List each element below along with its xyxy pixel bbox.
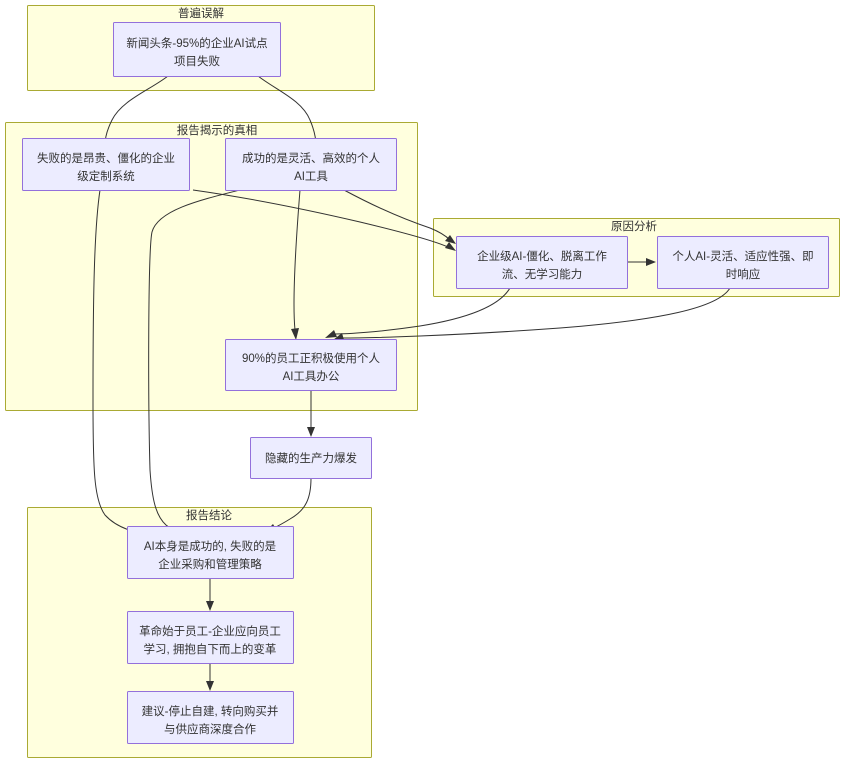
- node-news-headline[interactable]: 新闻头条-95%的企业AI试点 项目失败: [113, 22, 281, 77]
- node-rect-n2[interactable]: [22, 138, 190, 191]
- arrowhead-n8-n9: [206, 601, 214, 611]
- node-label-n8-line1: AI本身是成功的, 失败的是: [144, 539, 277, 553]
- arrowhead-n6-n7: [307, 427, 315, 437]
- node-label-n6-line1: 90%的员工正积极使用个人: [242, 351, 381, 365]
- node-revolution-starts-with-employees[interactable]: 革命始于员工-企业应向员工 学习, 拥抱自下而上的变革: [127, 611, 294, 664]
- edge-n3-n6: [293, 189, 301, 331]
- arrowhead-n2-n4: [445, 242, 456, 251]
- node-90-percent-employees[interactable]: 90%的员工正积极使用个人 AI工具办公: [225, 339, 397, 391]
- cluster-label-bg-c4: [178, 508, 240, 522]
- arrowhead-n4-n5: [646, 258, 656, 266]
- node-label-n5-line1: 个人AI-灵活、适应性强、即: [672, 249, 813, 263]
- node-rect-n3[interactable]: [225, 138, 397, 191]
- edge-n2-n8: [92, 189, 137, 533]
- node-label-n10-line1: 建议-停止自建, 转向购买并: [142, 704, 279, 718]
- node-failure-enterprise-systems[interactable]: 失败的是昂贵、僵化的企业 级定制系统: [22, 138, 190, 191]
- node-recommendation-buy-not-build[interactable]: 建议-停止自建, 转向购买并 与供应商深度合作: [127, 691, 294, 744]
- node-rect-n9[interactable]: [127, 611, 294, 664]
- node-label-n2-line1: 失败的是昂贵、僵化的企业: [37, 151, 175, 165]
- cluster-label-c2: 报告揭示的真相: [177, 123, 258, 137]
- edge-n4-n6: [331, 287, 511, 335]
- node-label-n3-line1: 成功的是灵活、高效的个人: [242, 151, 380, 165]
- cluster-rect-c2: [5, 122, 418, 411]
- node-label-n6-line2: AI工具办公: [283, 369, 340, 383]
- node-label-n1-line2: 项目失败: [174, 54, 220, 68]
- cluster-report-truth: 报告揭示的真相: [5, 122, 418, 411]
- edge-n3-n4: [343, 189, 451, 241]
- node-rect-n4[interactable]: [456, 236, 628, 289]
- cluster-label-c4: 报告结论: [186, 508, 232, 522]
- node-label-n4-line2: 流、无学习能力: [502, 267, 583, 281]
- node-ai-itself-successful[interactable]: AI本身是成功的, 失败的是 企业采购和管理策略: [127, 526, 294, 579]
- node-personal-ai-flexible[interactable]: 个人AI-灵活、适应性强、即 时响应: [657, 236, 829, 289]
- node-label-n1-line1: 新闻头条-95%的企业AI试点: [126, 36, 267, 50]
- node-label-n8-line2: 企业采购和管理策略: [158, 557, 262, 571]
- arrowhead-n4-n6: [325, 330, 337, 338]
- node-rect-n1[interactable]: [113, 22, 281, 77]
- edge-n2-n4: [192, 189, 451, 249]
- node-enterprise-ai-rigid[interactable]: 企业级AI-僵化、脱离工作 流、无学习能力: [456, 236, 628, 289]
- node-label-n4-line1: 企业级AI-僵化、脱离工作: [477, 249, 607, 263]
- node-hidden-productivity-boom[interactable]: 隐藏的生产力爆发: [250, 437, 372, 479]
- arrowhead-n3-n6: [291, 328, 299, 340]
- node-label-n5-line2: 时响应: [726, 267, 761, 281]
- node-label-n2-line2: 级定制系统: [77, 169, 135, 183]
- node-rect-n5[interactable]: [657, 236, 829, 289]
- node-success-personal-ai-tools[interactable]: 成功的是灵活、高效的个人 AI工具: [225, 138, 397, 191]
- cluster-label-c3: 原因分析: [611, 219, 657, 233]
- arrowhead-n5-n6: [333, 333, 344, 340]
- arrowhead-n9-n10: [206, 681, 214, 691]
- node-rect-n10[interactable]: [127, 691, 294, 744]
- cluster-label-c1: 普遍误解: [178, 6, 224, 20]
- node-label-n9-line2: 学习, 拥抱自下而上的变革: [144, 642, 277, 656]
- cluster-label-bg-c1: [165, 6, 237, 20]
- cluster-label-bg-c3: [605, 219, 663, 233]
- cluster-label-bg-c2: [165, 123, 270, 137]
- node-label-n7-line1: 隐藏的生产力爆发: [265, 451, 357, 465]
- node-label-n10-line2: 与供应商深度合作: [164, 722, 256, 736]
- edge-n5-n6: [339, 287, 731, 339]
- node-label-n9-line1: 革命始于员工-企业应向员工: [139, 624, 281, 638]
- node-label-n3-line2: AI工具: [294, 170, 328, 183]
- node-rect-n6[interactable]: [225, 339, 397, 391]
- node-rect-n8[interactable]: [127, 526, 294, 579]
- arrowhead-n3-n4: [445, 235, 456, 244]
- node-rect-n7[interactable]: [250, 437, 372, 479]
